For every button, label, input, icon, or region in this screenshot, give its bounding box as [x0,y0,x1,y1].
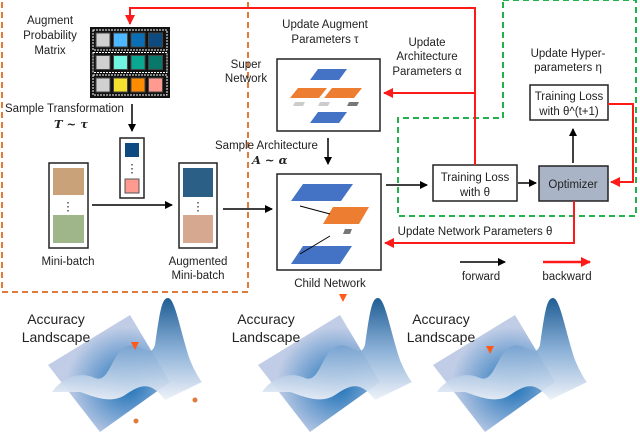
matrix-cell [113,55,128,70]
position-dot [192,397,198,403]
augment-matrix-label-3: Matrix [34,45,66,57]
update-augment-label-1: Update Augment [282,19,368,31]
backward-arrow-augment [125,7,476,165]
augment-matrix-label-1: Augment [27,15,74,27]
training-loss-label-2: with θ [459,187,490,199]
super-network-label-1: Super [231,59,262,71]
ellipsis: ⋮ [126,163,138,175]
matrix-cell [130,55,146,70]
augment-matrix-label-2: Probability [23,30,77,42]
ellipsis: ⋮ [192,201,204,213]
layer-orange [324,88,362,98]
image-cat [53,168,84,195]
image-augmented-bird [183,215,213,243]
layer-gray [343,229,352,234]
landscape-label-line-2: Landscape [22,329,91,345]
sampled-transform-1 [125,143,139,157]
current-position-marker [131,342,139,350]
sample-architecture-formula: A ~ α [251,153,288,167]
mini-batch-label: Mini-batch [41,256,94,268]
update-arch-label-3: Parameters α [392,66,462,78]
landscape-label-line-2: Landscape [232,329,301,345]
training-loss-next-label-1: Training Loss [535,91,604,103]
matrix-cell [95,55,111,70]
surface [52,298,202,400]
surface [262,298,412,400]
layer-orange [323,207,369,224]
landscape-label-line-1: Accuracy [27,311,85,327]
update-hyper-label-2: parameters η [534,62,602,74]
layer-orange [290,88,327,98]
matrix-cell [130,77,146,93]
matrix-row [92,52,168,73]
update-hyper-label-1: Update Hyper- [531,48,606,60]
matrix-cell [95,32,111,48]
hyper-region [397,0,637,217]
legend-backward-label: backward [542,271,591,283]
matrix-cell [113,77,128,93]
matrix-row [92,29,168,51]
layer-gray [347,102,359,106]
matrix-cell [95,77,111,93]
landscape-label-line-1: Accuracy [412,311,470,327]
ellipsis: ⋮ [62,201,74,213]
landscape-label-line-1: Accuracy [237,311,295,327]
image-augmented-cat [183,168,213,197]
augment-probability-matrix [90,27,170,98]
matrix-cell [113,32,128,48]
matrix-cell [148,77,163,93]
current-position-marker [339,294,347,302]
augment-region [1,0,249,293]
matrix-cell [148,32,163,48]
sample-transformation-label: Sample Transformation [5,103,124,115]
surface [437,298,587,400]
augmented-label-1: Augmented [169,256,228,268]
current-position-marker [486,346,494,354]
training-loss-next-label-2: with θ^(t+1) [538,106,599,118]
legend-forward-label: forward [462,271,500,283]
layer-blue [291,184,353,201]
image-bird [53,215,84,243]
matrix-row [92,74,168,96]
position-dot [133,418,139,424]
layer-gray [318,102,330,106]
sampled-transform-2 [124,178,140,194]
child-network-label: Child Network [294,278,366,290]
layer-blue [310,69,347,80]
matrix-cell [148,55,163,70]
update-arch-label-1: Update [408,37,445,49]
connection-line [299,205,331,215]
training-loss-next-box [529,84,609,121]
training-loss-box [432,164,518,202]
connection-line [299,235,331,255]
training-loss-label-1: Training Loss [441,172,510,184]
sample-architecture-label: Sample Architecture [215,140,318,152]
update-network-label: Update Network Parameters θ [398,226,553,238]
optimizer-label: Optimizer [548,179,597,191]
backward-arrow-network [384,201,575,248]
augmented-label-2: Mini-batch [171,270,224,282]
layer-gray [293,102,305,106]
sample-transformation-formula: T ~ τ [54,117,88,131]
accuracy-landscapes: AccuracyLandscapeAccuracyLandscapeAccura… [22,294,587,432]
backward-arrow-hyper [608,103,634,187]
matrix-cell [130,32,146,48]
update-arch-label-2: Architecture [396,51,457,63]
layer-blue [310,112,347,123]
landscape-label-line-2: Landscape [407,329,476,345]
super-network-label-2: Network [225,73,267,85]
update-augment-label-2: Parameters τ [291,34,359,46]
